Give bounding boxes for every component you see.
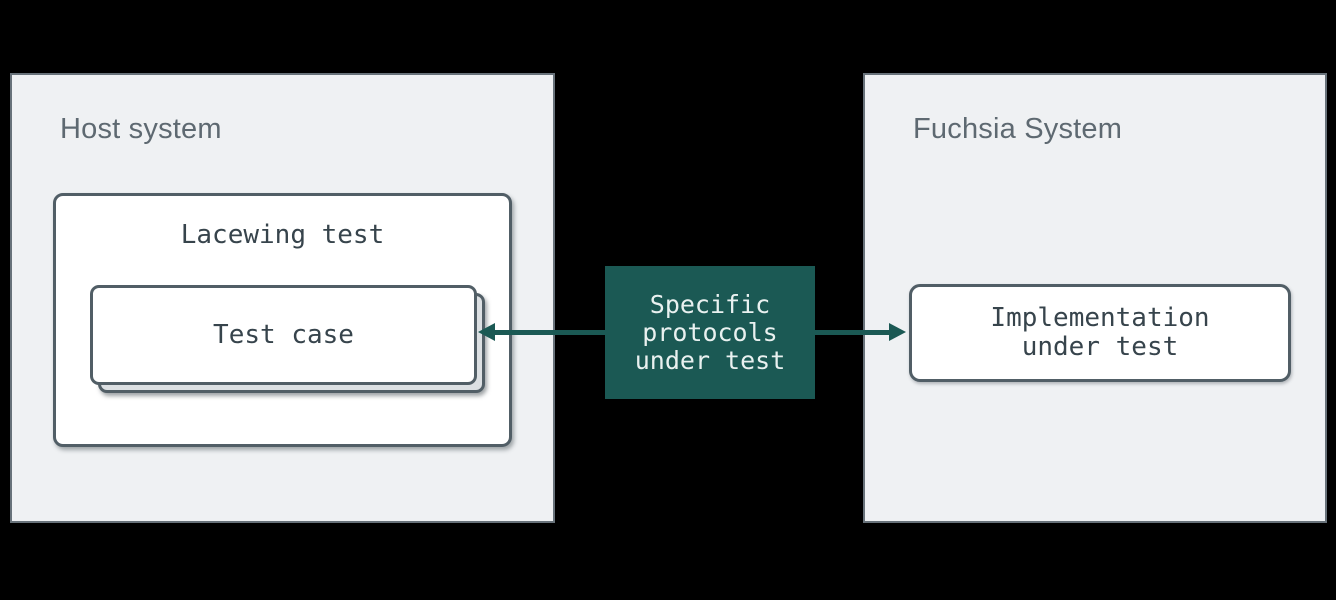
protocols-under-test-label: Specific protocols under test [634,289,786,375]
arrowhead-left-icon [478,323,495,341]
implementation-under-test-label: Implementation under test [990,303,1210,362]
protocols-under-test-box: Specific protocols under test [605,266,815,399]
test-case-card: Test case [90,285,477,385]
test-case-label: Test case [213,320,354,350]
arrowhead-right-icon [889,323,906,341]
lacewing-test-box: Lacewing test Test case [53,193,512,447]
host-system-panel: Host system Lacewing test Test case [10,73,555,523]
fuchsia-system-panel: Fuchsia System Implementation under test [863,73,1327,523]
arrow-line-to-test-case [492,330,605,335]
implementation-under-test-box: Implementation under test [909,284,1291,382]
fuchsia-system-title: Fuchsia System [913,113,1123,145]
arrow-line-to-implementation [815,330,890,335]
host-system-title: Host system [60,113,222,145]
lacewing-test-label: Lacewing test [180,220,385,250]
